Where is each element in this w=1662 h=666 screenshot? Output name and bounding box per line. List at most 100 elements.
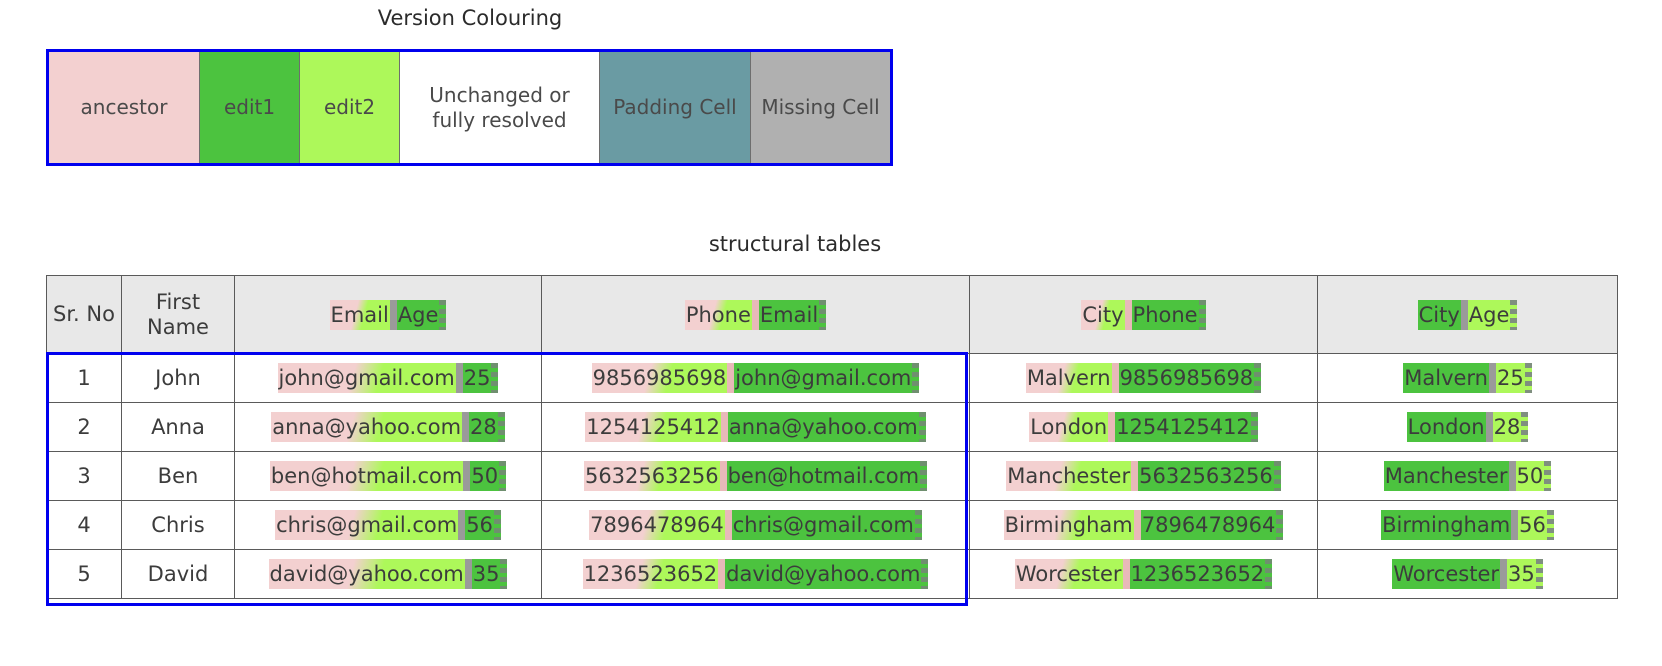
padding-cell-marker xyxy=(1508,461,1516,491)
cell-sr: 1 xyxy=(46,353,122,403)
padding-cell-marker xyxy=(458,510,466,540)
missing-cell-marker xyxy=(1535,559,1543,589)
missing-cell-marker xyxy=(1250,412,1258,442)
cell-first-name: Chris xyxy=(121,500,235,550)
seg-city: Manchester xyxy=(1006,461,1132,491)
legend-label-edit1: edit1 xyxy=(223,95,276,120)
header-seg-city: City xyxy=(1081,299,1125,330)
padding-cell-marker xyxy=(1122,559,1130,589)
seg-email: john@gmail.com xyxy=(734,363,913,393)
cell-sr: 4 xyxy=(46,500,122,550)
seg-age: 50 xyxy=(470,461,500,491)
missing-cell-marker xyxy=(1198,299,1206,330)
legend-label-missing: Missing Cell xyxy=(761,95,880,120)
header-seg-email: Email xyxy=(758,299,820,330)
padding-cell-marker xyxy=(1133,510,1141,540)
seg-phone: 1236523652 xyxy=(582,559,719,589)
padding-cell-marker xyxy=(1111,363,1119,393)
padding-cell-marker xyxy=(751,299,759,330)
legend-label-ancestor: ancestor xyxy=(80,95,168,120)
padding-cell-marker xyxy=(1131,461,1139,491)
padding-cell-marker xyxy=(455,363,463,393)
padding-cell-marker xyxy=(719,461,727,491)
seg-email: chris@gmail.com xyxy=(275,510,459,540)
padding-cell-marker xyxy=(1489,363,1496,393)
legend-item-unchanged: Unchanged or fully resolved xyxy=(400,52,600,163)
seg-age: 28 xyxy=(469,412,498,442)
seg-phone: 9856985698 xyxy=(1118,363,1255,393)
seg-age: 35 xyxy=(1507,559,1536,589)
padding-cell-marker xyxy=(1500,559,1507,589)
missing-cell-marker xyxy=(439,299,447,330)
seg-email: john@gmail.com xyxy=(277,363,456,393)
legend-label-unchanged: Unchanged or fully resolved xyxy=(429,83,570,132)
legend-item-padding: Padding Cell xyxy=(600,52,751,163)
missing-cell-marker xyxy=(1510,299,1518,330)
padding-cell-marker xyxy=(463,461,471,491)
seg-city: Malvern xyxy=(1403,363,1489,393)
seg-phone: 5632563256 xyxy=(583,461,720,491)
seg-phone: 7896478964 xyxy=(589,510,725,540)
legend-item-edit2: edit2 xyxy=(300,52,400,163)
legend-item-ancestor: ancestor xyxy=(49,52,200,163)
missing-cell-marker xyxy=(500,559,508,589)
missing-cell-marker xyxy=(497,412,505,442)
padding-cell-marker xyxy=(1485,412,1493,442)
header-sr-no-label: Sr. No xyxy=(53,302,115,327)
padding-cell-marker xyxy=(727,363,735,393)
padding-cell-marker xyxy=(464,559,472,589)
seg-city: Worcester xyxy=(1014,559,1123,589)
cell-sr: 5 xyxy=(46,549,122,599)
structural-tables-title: structural tables xyxy=(708,232,882,256)
legend-title: Version Colouring xyxy=(377,6,563,30)
header-first-name: First Name xyxy=(121,275,235,354)
seg-email: ben@hotmail.com xyxy=(269,461,464,491)
cell-first-name: Anna xyxy=(121,402,235,452)
cell-first-name: David xyxy=(121,549,235,599)
seg-email: chris@gmail.com xyxy=(731,510,915,540)
missing-cell-marker xyxy=(914,510,922,540)
cell-first-name: John xyxy=(121,353,235,403)
missing-cell-marker xyxy=(1276,510,1284,540)
seg-phone: 1236523652 xyxy=(1129,559,1266,589)
missing-cell-marker xyxy=(493,510,501,540)
seg-email: david@yahoo.com xyxy=(268,559,465,589)
cell-sr: 2 xyxy=(46,402,122,452)
padding-cell-marker xyxy=(389,299,397,330)
padding-cell-marker xyxy=(462,412,470,442)
